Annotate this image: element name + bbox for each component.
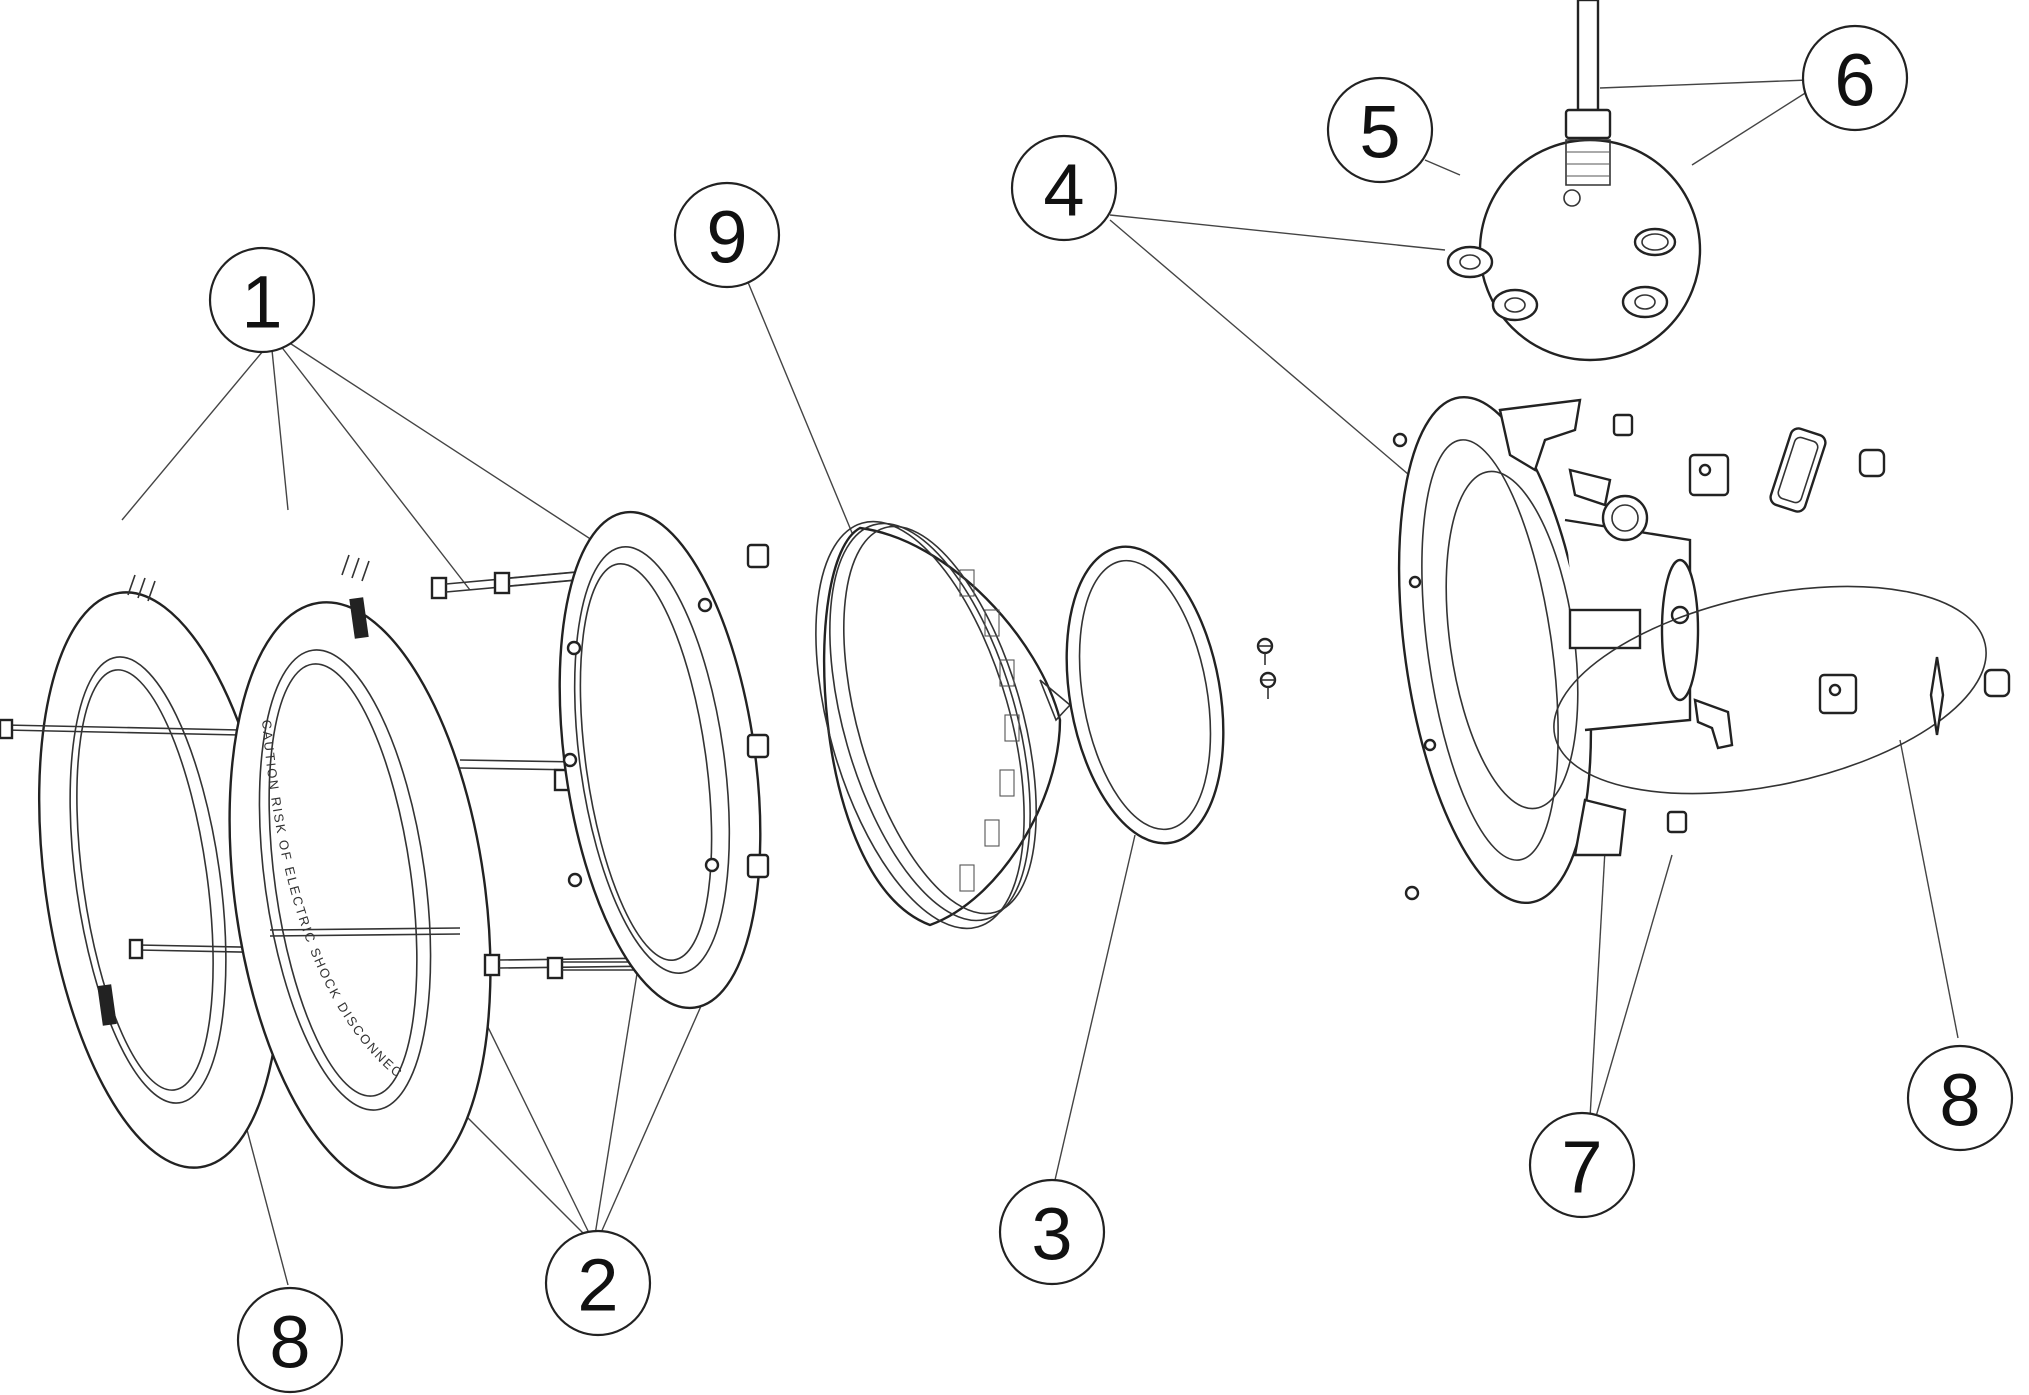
callout-label: 7 — [1561, 1126, 1602, 1209]
callout-label: 9 — [706, 196, 747, 279]
callout-2: 2 — [544, 1229, 652, 1337]
callout-label: 4 — [1043, 149, 1084, 232]
callout-7: 7 — [1528, 1111, 1636, 1219]
gland-inset — [1446, 0, 1702, 362]
housing-hardware — [1612, 413, 1886, 834]
callout-label: 3 — [1031, 1193, 1072, 1276]
callout-5: 5 — [1326, 76, 1434, 184]
washers — [1446, 227, 1677, 322]
gasket-ring — [1065, 545, 1225, 845]
callout-6: 6 — [1801, 24, 1909, 132]
callout-label: 5 — [1359, 91, 1400, 174]
lamp-fins — [959, 569, 1020, 892]
callout-label: 1 — [241, 261, 282, 344]
vent-slots — [341, 554, 370, 582]
callout-4: 4 — [1010, 134, 1118, 242]
clamp-ring — [558, 510, 770, 1010]
callout-label: 2 — [577, 1244, 618, 1327]
vent-slots — [127, 574, 156, 602]
callout-1: 1 — [208, 246, 316, 354]
callout-9: 9 — [673, 181, 781, 289]
callout-3: 3 — [998, 1178, 1106, 1286]
callout-label: 8 — [1939, 1059, 1980, 1142]
callout-8-right: 8 — [1906, 1044, 2014, 1152]
small-screws — [1256, 637, 1277, 699]
niche-housing — [1392, 395, 1700, 905]
callout-label: 8 — [269, 1301, 310, 1384]
callout-8-left: 8 — [236, 1286, 344, 1394]
lamp-bulb — [815, 520, 1072, 930]
callout-label: 6 — [1834, 39, 1875, 122]
kit-group — [1553, 585, 2011, 795]
front-trim-ring — [0, 574, 291, 1169]
